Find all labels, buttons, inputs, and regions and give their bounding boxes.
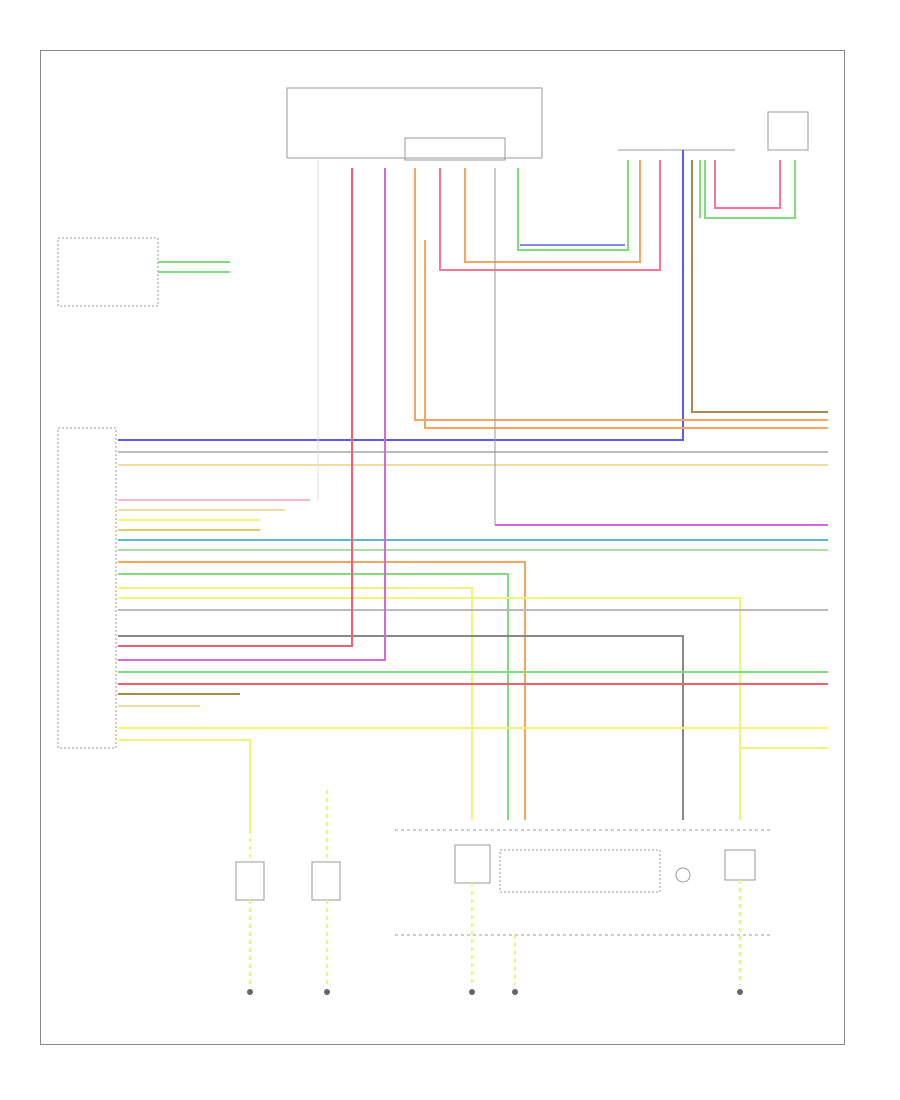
left-lamp — [235, 861, 265, 901]
ground-points — [247, 989, 743, 995]
control-module — [57, 427, 117, 749]
right-module — [767, 111, 809, 151]
wire-blue — [118, 150, 684, 441]
main-fuse-box — [286, 87, 543, 159]
diagram-frame — [40, 50, 845, 1045]
wires — [118, 150, 828, 985]
sensor-module — [57, 237, 159, 307]
junction-box — [404, 137, 506, 161]
right-lamp — [311, 861, 341, 901]
component-outlines — [57, 87, 809, 936]
